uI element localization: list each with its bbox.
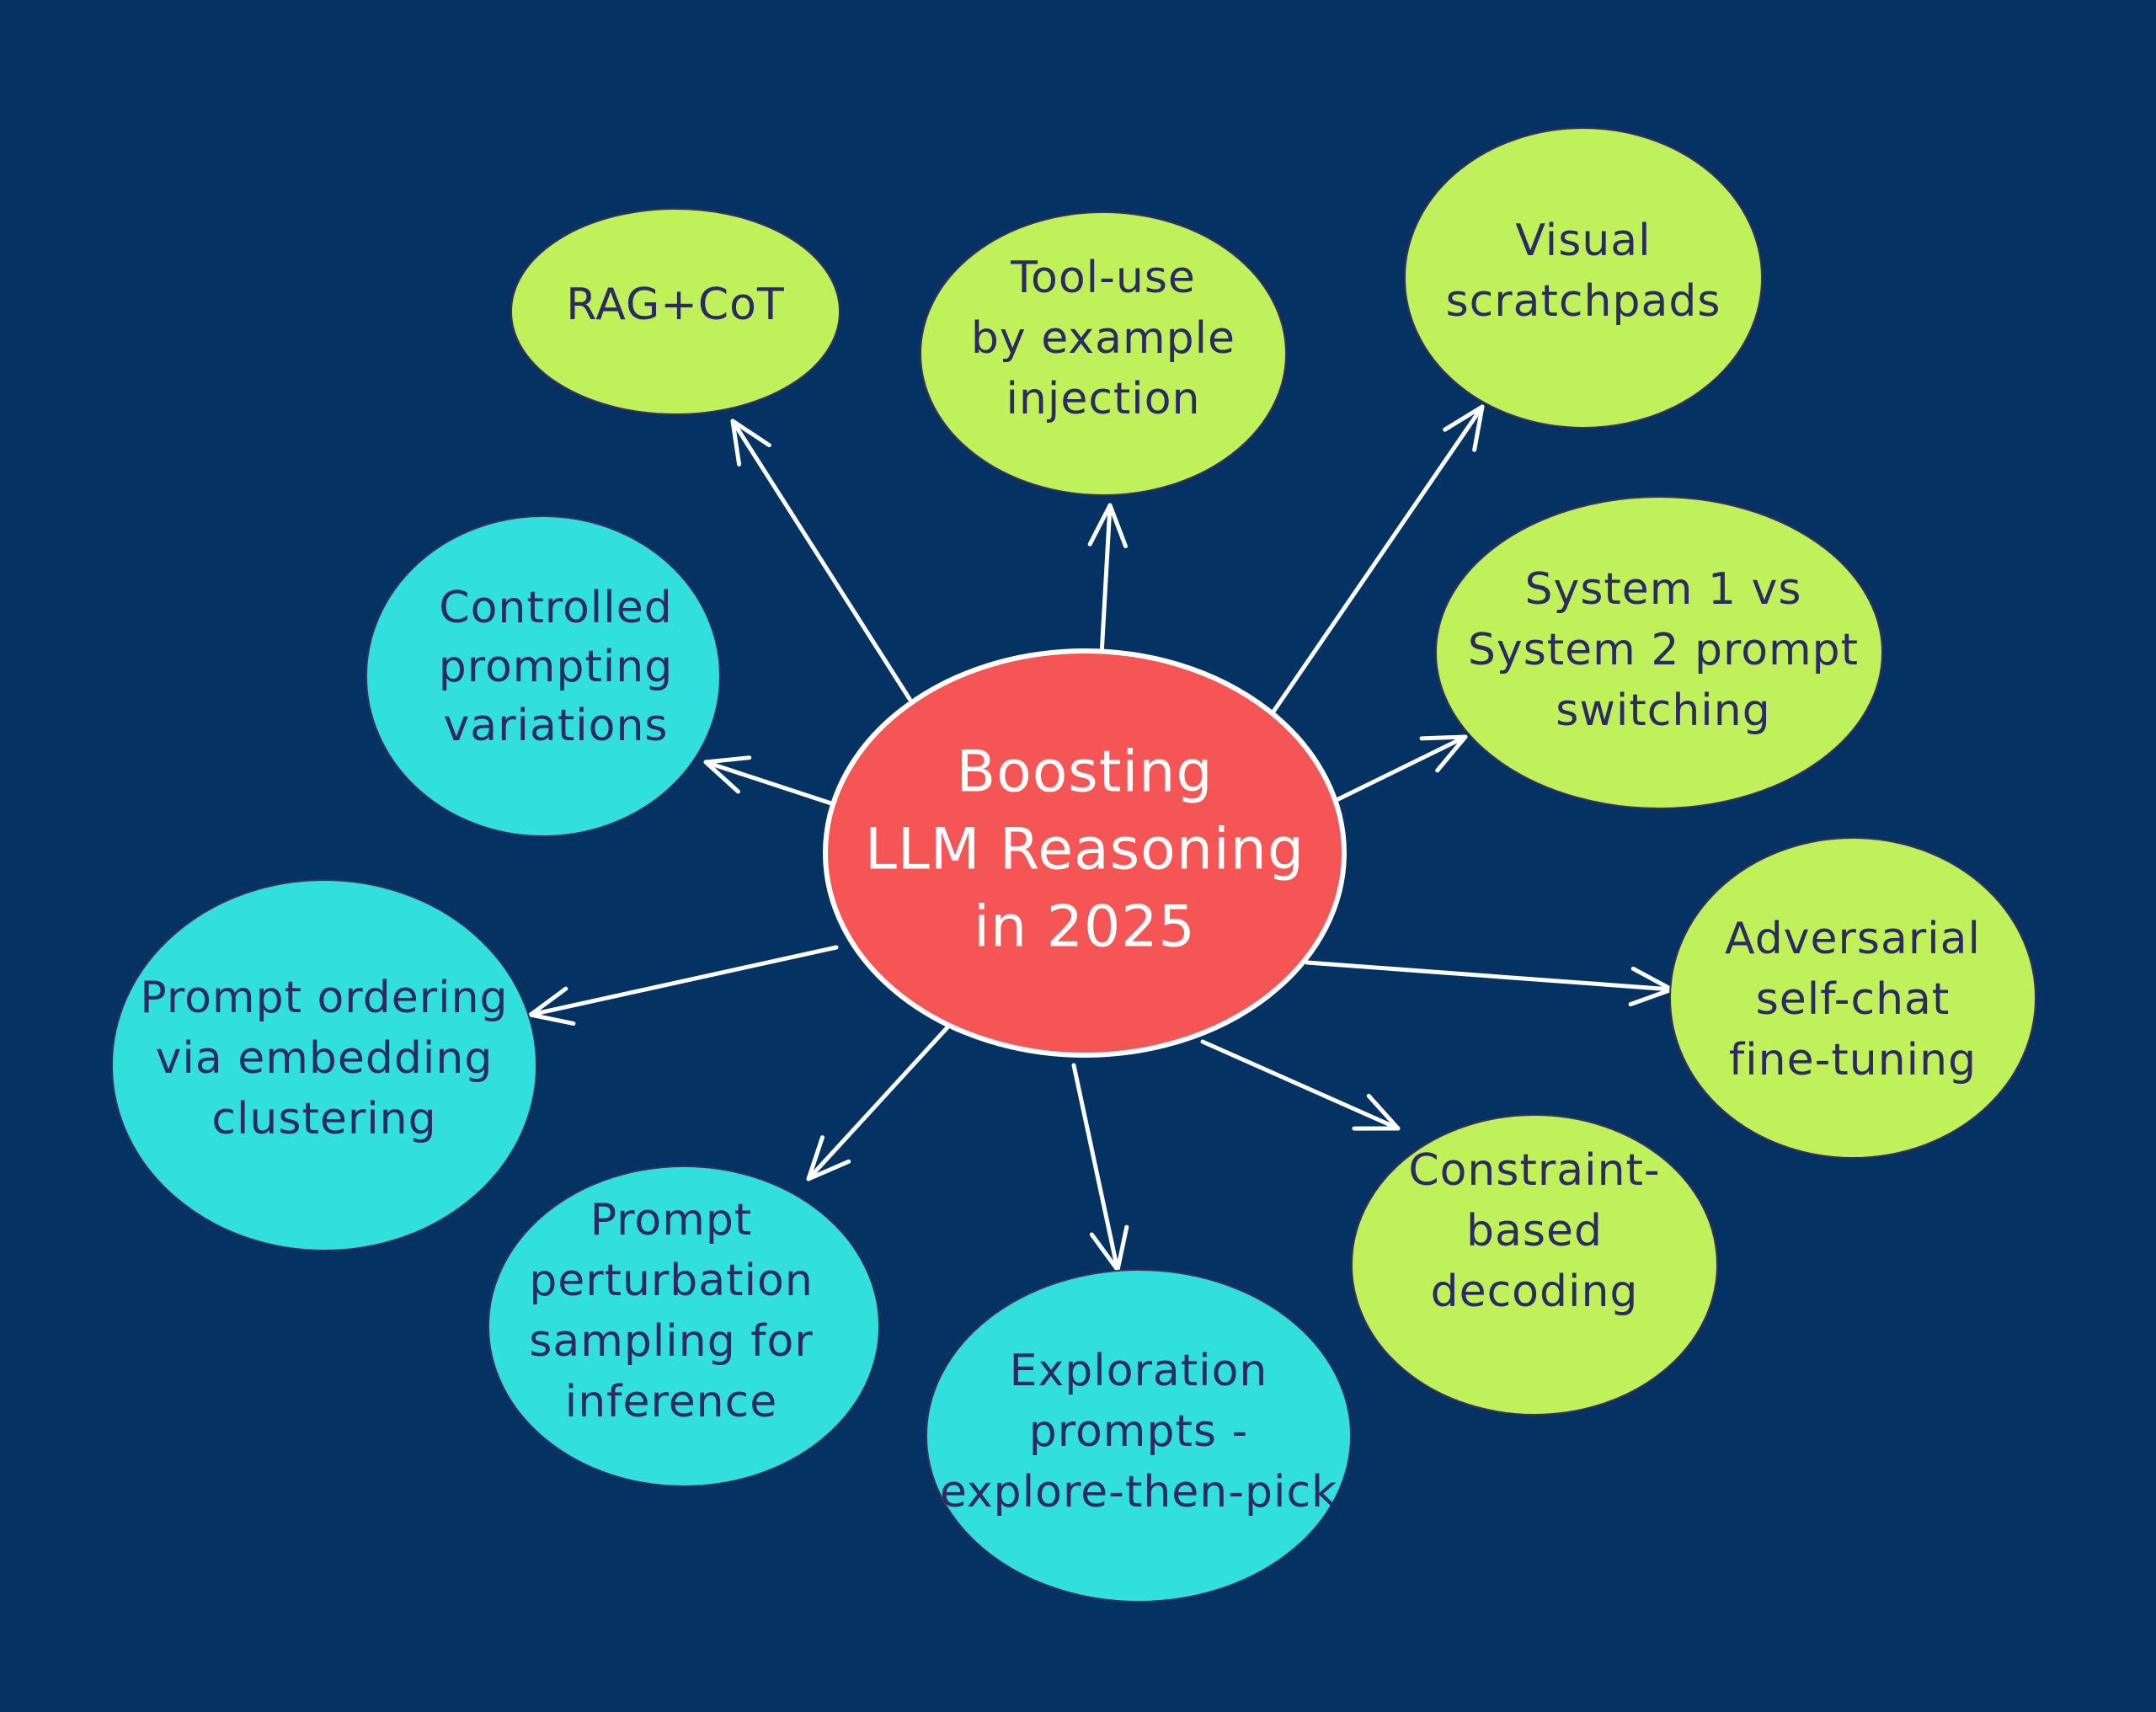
node-exploration-prompts: Exploration prompts - explore-then-pick [926, 1269, 1352, 1603]
node-system-switching: System 1 vs System 2 prompt switching [1435, 496, 1883, 809]
node-system-switching-label-line: System 1 vs [1525, 564, 1802, 615]
node-exploration-prompts-shape [926, 1269, 1352, 1603]
node-prompt-perturbation-label-line: inference [565, 1377, 777, 1427]
node-prompt-perturbation-label-line: sampling for [529, 1316, 814, 1367]
center-node-label-line: Boosting [956, 739, 1213, 806]
node-constraint-decoding-label-line: decoding [1431, 1267, 1639, 1317]
arrow-to-system-switching [1334, 734, 1468, 803]
node-adversarial-self-chat-shape [1669, 837, 2036, 1159]
center-node-label-line: in 2025 [974, 894, 1196, 961]
node-prompt-ordering-shape [111, 879, 537, 1251]
node-prompt-perturbation: Prompt perturbation sampling for inference [488, 1165, 880, 1487]
node-prompt-ordering-label-line: Prompt ordering [140, 973, 508, 1023]
node-adversarial-self-chat: Adversarial self-chat fine-tuning [1669, 837, 2036, 1159]
arrowhead-constraint-decoding [1352, 1093, 1401, 1131]
arrow-to-rag-cot [730, 419, 912, 701]
node-prompt-perturbation-label-line: perturbation [529, 1256, 814, 1306]
arrow-to-adversarial-self-chat [1305, 960, 1674, 1007]
node-controlled-prompting-shape [366, 515, 721, 837]
arrow-to-visual-scratchpads [1269, 404, 1485, 717]
node-visual-scratchpads-label-line: Visual [1515, 216, 1651, 266]
node-system-switching-label-line: System 2 prompt [1468, 625, 1859, 675]
node-tool-use-label-line: Tool-use [1010, 253, 1196, 303]
node-exploration-prompts-label-line: explore-then-pick [940, 1467, 1337, 1517]
node-constraint-decoding-label-line: Constraint- [1408, 1145, 1660, 1196]
arrowhead-prompt-perturbation [806, 1135, 851, 1181]
node-controlled-prompting: Controlled prompting variations [366, 515, 721, 837]
arrowhead-tool-use [1087, 503, 1129, 549]
node-prompt-perturbation-label-line: Prompt [590, 1195, 753, 1245]
node-exploration-prompts-label-line: prompts - [1029, 1406, 1249, 1457]
node-tool-use-label-line: injection [1006, 374, 1200, 424]
arrowhead-prompt-ordering [528, 986, 576, 1026]
node-rag-cot: RAG+CoT [510, 208, 841, 415]
node-visual-scratchpads-shape [1404, 127, 1763, 429]
center-node-label-line: LLM Reasoning [865, 817, 1305, 883]
node-tool-use-shape [920, 211, 1287, 496]
node-system-switching-shape [1435, 496, 1883, 809]
node-rag-cot-shape [510, 208, 841, 415]
node-adversarial-self-chat-label-line: fine-tuning [1729, 1035, 1977, 1085]
node-visual-scratchpads-label-line: scratchpads [1446, 276, 1721, 327]
arrowhead-controlled-prompting [703, 755, 752, 794]
node-rag-cot-label-line: RAG+CoT [566, 280, 784, 330]
arrow-to-constraint-decoding [1200, 1039, 1401, 1131]
node-tool-use: Tool-use by example injection [920, 211, 1287, 496]
arrow-to-tool-use [1087, 503, 1129, 658]
arrow-to-prompt-ordering [528, 945, 839, 1026]
center-node-shape [823, 648, 1347, 1058]
node-controlled-prompting-label-line: Controlled [439, 583, 672, 633]
node-visual-scratchpads: Visual scratchpads [1404, 127, 1763, 429]
node-adversarial-self-chat-label-line: Adversarial [1725, 914, 1981, 964]
node-system-switching-label-line: switching [1556, 685, 1770, 736]
node-constraint-decoding-label-line: based [1466, 1206, 1603, 1256]
node-controlled-prompting-label-line: prompting [439, 642, 674, 692]
arrow-to-controlled-prompting [703, 755, 836, 807]
node-prompt-ordering-label-line: clustering [211, 1094, 436, 1144]
node-adversarial-self-chat-label-line: self-chat [1756, 974, 1951, 1025]
arrowhead-system-switching [1419, 734, 1468, 773]
arrow-to-exploration-prompts [1071, 1063, 1129, 1272]
node-tool-use-label-line: by example [971, 313, 1235, 364]
node-exploration-prompts-label-line: Exploration [1010, 1346, 1268, 1396]
node-constraint-decoding-shape [1351, 1114, 1718, 1416]
node-constraint-decoding: Constraint-based decoding [1351, 1114, 1718, 1416]
node-controlled-prompting-label-line: variations [443, 701, 668, 751]
node-prompt-ordering-label-line: via embedding [156, 1033, 494, 1084]
node-prompt-perturbation-shape [488, 1165, 880, 1487]
arrowhead-rag-cot [730, 419, 771, 467]
node-prompt-ordering: Prompt ordering via embedding clustering [111, 879, 537, 1251]
arrow-to-prompt-perturbation [806, 1025, 950, 1181]
nodes-group: RAG+CoT Tool-use by example injection Visual… [111, 127, 2036, 1603]
arrowhead-visual-scratchpads [1443, 404, 1485, 452]
